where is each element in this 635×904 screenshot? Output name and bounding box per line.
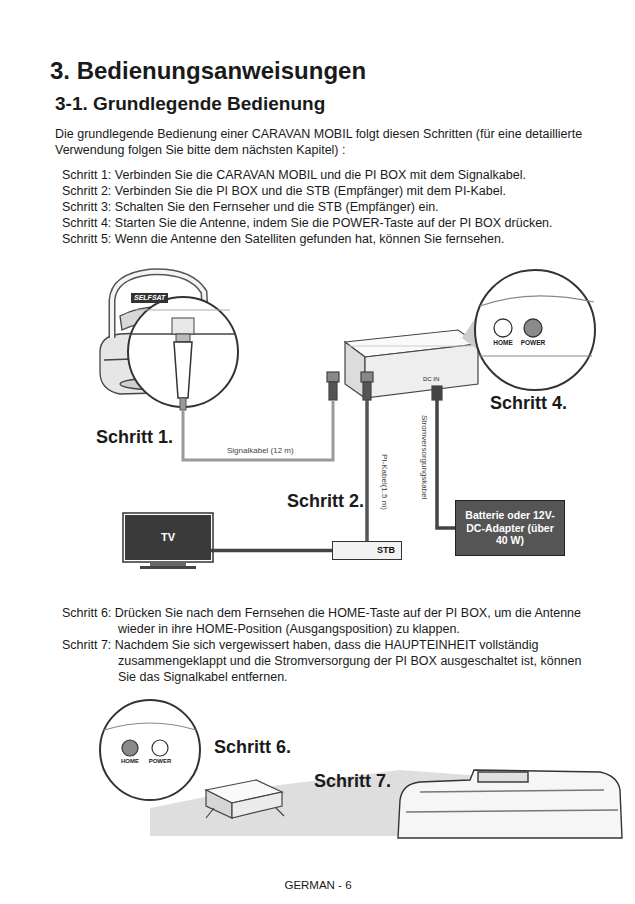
power-source-box-text: Batterie oder 12V-DC-Adapter (über 40 W) xyxy=(461,509,559,547)
cable-label: PI-Kabel(1.5 m) xyxy=(379,453,389,511)
button-label: HOME xyxy=(114,758,146,766)
cable-label: Signalkabel (12 m) xyxy=(226,446,295,456)
stb-box-text: STB xyxy=(377,545,395,556)
folded-antenna xyxy=(398,770,622,838)
tv-illustration xyxy=(123,513,213,569)
page-footer: GERMAN - 6 xyxy=(238,878,398,893)
button-label: HOME xyxy=(487,339,519,347)
connector-zoom xyxy=(128,297,238,410)
stb-box: STB xyxy=(332,541,402,560)
cable-label: Stromversorgungskabel xyxy=(419,414,429,500)
cable-connector xyxy=(437,400,455,528)
step-callout: Schritt 6. xyxy=(214,736,291,759)
button-zoom xyxy=(475,270,595,390)
step-text: Schritt 1: Verbinden Sie die CARAVAN MOB… xyxy=(62,167,630,183)
step-callout: Schritt 4. xyxy=(490,392,567,415)
button-zoom-bottom xyxy=(100,700,200,800)
intro-text: Die grundlegende Bedienung einer CARAVAN… xyxy=(55,126,595,158)
cable-connector xyxy=(365,400,369,541)
pi-box-text: DC IN xyxy=(423,376,439,383)
button-label: POWER xyxy=(514,339,552,347)
cable-connector xyxy=(211,549,332,553)
pi-box-bottom xyxy=(206,780,284,818)
step-text: Schritt 4: Starten Sie die Antenne, inde… xyxy=(62,215,630,231)
page-title: 3. Bedienungsanweisungen xyxy=(50,56,366,87)
step-text: Schritt 2: Verbinden Sie die PI BOX und … xyxy=(62,183,630,199)
antenna-unit: SELFSAT xyxy=(95,265,245,410)
tv-screen-text: TV xyxy=(161,531,175,544)
step-callout: Schritt 1. xyxy=(96,426,173,449)
step-text: Schritt 7: Nachdem Sie sich vergewissert… xyxy=(62,637,602,685)
antenna-unit-text: SELFSAT xyxy=(131,293,168,303)
step-callout: Schritt 7. xyxy=(314,770,391,793)
pi-box: DC IN xyxy=(322,330,478,400)
button-label: POWER xyxy=(141,758,179,766)
step-text: Schritt 5: Wenn die Antenne den Satellit… xyxy=(62,231,630,247)
step-text: Schritt 3: Schalten Sie den Fernseher un… xyxy=(62,199,630,215)
power-source-box: Batterie oder 12V-DC-Adapter (über 40 W) xyxy=(455,500,565,556)
step-text: Schritt 6: Drücken Sie nach dem Fernsehe… xyxy=(62,605,602,637)
tv-screen: TV xyxy=(125,515,211,560)
cable-connector xyxy=(183,400,333,460)
step-callout: Schritt 2. xyxy=(287,490,364,513)
section-heading: 3-1. Grundlegende Bedienung xyxy=(55,92,325,116)
pi-box-illustration xyxy=(327,330,478,400)
